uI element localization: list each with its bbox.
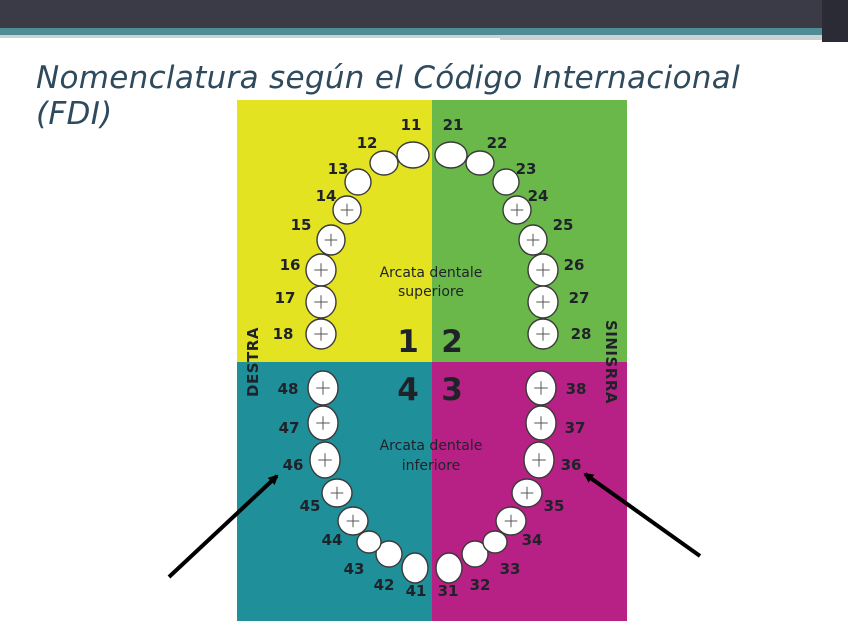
tooth-number-31: 31	[438, 582, 459, 600]
header-corner-block	[822, 0, 848, 42]
tooth-number-42: 42	[374, 576, 395, 594]
tooth-number-21: 21	[443, 116, 464, 134]
tooth-number-27: 27	[569, 289, 590, 307]
tooth-number-43: 43	[344, 560, 365, 578]
tooth-number-22: 22	[487, 134, 508, 152]
tooth-number-37: 37	[565, 419, 586, 437]
tooth-number-11: 11	[401, 116, 422, 134]
tooth-number-28: 28	[571, 325, 592, 343]
tooth-13	[345, 169, 371, 195]
tooth-number-12: 12	[357, 134, 378, 152]
header-bar	[0, 0, 848, 42]
tooth-41	[402, 553, 428, 583]
tooth-number-32: 32	[470, 576, 491, 594]
tooth-number-17: 17	[275, 289, 296, 307]
tooth-31	[436, 553, 462, 583]
tooth-22	[466, 151, 494, 175]
side-label-destra: DESTRA	[244, 327, 262, 397]
tooth-number-41: 41	[406, 582, 427, 600]
quadrant-number-4: 4	[397, 372, 419, 408]
tooth-43	[357, 531, 381, 553]
tooth-number-33: 33	[500, 560, 521, 578]
tooth-number-48: 48	[278, 380, 299, 398]
tooth-12	[370, 151, 398, 175]
side-label-sinisrra: SINISRRA	[602, 320, 620, 404]
tooth-number-14: 14	[316, 187, 337, 205]
tooth-number-16: 16	[280, 256, 301, 274]
tooth-number-47: 47	[279, 419, 300, 437]
tooth-number-18: 18	[273, 325, 294, 343]
tooth-number-23: 23	[516, 160, 537, 178]
header-light-band	[0, 35, 848, 38]
upper-arch-label-line-2: superiore	[398, 284, 464, 300]
header-thin-line	[500, 38, 830, 40]
lower-arch-label-line-2: inferiore	[402, 458, 461, 474]
tooth-number-38: 38	[566, 380, 587, 398]
quadrant-number-1: 1	[397, 324, 419, 360]
header-dark-band	[0, 0, 848, 28]
lower-arch-label-line-1: Arcata dentale	[380, 438, 483, 454]
upper-arch-label-line-1: Arcata dentale	[380, 265, 483, 281]
quadrant-number-3: 3	[441, 372, 463, 408]
tooth-number-34: 34	[522, 531, 543, 549]
tooth-number-25: 25	[553, 216, 574, 234]
tooth-number-36: 36	[561, 456, 582, 474]
tooth-33	[483, 531, 507, 553]
header-accent-band	[0, 28, 848, 35]
fdi-tooth-chart: 1112131415161718212223242526272841424344…	[237, 100, 627, 621]
tooth-number-45: 45	[300, 497, 321, 515]
tooth-number-46: 46	[283, 456, 304, 474]
tooth-21	[435, 142, 467, 168]
tooth-number-24: 24	[528, 187, 549, 205]
tooth-number-13: 13	[328, 160, 349, 178]
tooth-number-15: 15	[291, 216, 312, 234]
tooth-11	[397, 142, 429, 168]
tooth-number-44: 44	[322, 531, 343, 549]
tooth-number-35: 35	[544, 497, 565, 515]
quadrant-number-2: 2	[441, 324, 463, 360]
tooth-number-26: 26	[564, 256, 585, 274]
